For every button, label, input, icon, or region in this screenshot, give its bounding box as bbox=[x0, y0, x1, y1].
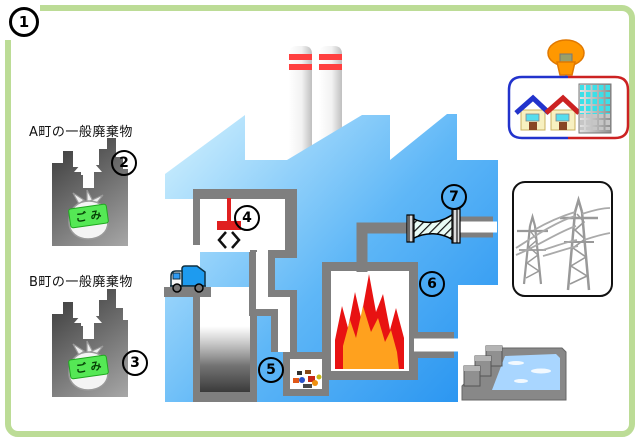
incinerator bbox=[322, 262, 418, 380]
exhaust-pipe bbox=[356, 222, 412, 272]
crane-icon bbox=[217, 198, 241, 249]
house-icon bbox=[514, 94, 551, 131]
lightbulb-icon bbox=[547, 39, 585, 79]
building-icon bbox=[578, 83, 612, 134]
marker-crane: 4 bbox=[234, 205, 260, 231]
power-pylon-icon bbox=[512, 181, 613, 297]
city-silhouette-icon bbox=[51, 288, 129, 398]
town-a-label: A町の一般廃棄物 bbox=[29, 125, 133, 140]
marker-filter: 7 bbox=[441, 184, 467, 210]
marker-waste-a: 2 bbox=[111, 150, 137, 176]
garbage-truck-icon bbox=[170, 265, 206, 293]
waste-pile bbox=[200, 326, 250, 392]
figure-number-badge: 1 bbox=[9, 7, 39, 37]
heated-pool-icon bbox=[461, 345, 567, 401]
marker-waste-b: 3 bbox=[122, 350, 148, 376]
marker-feeder: 5 bbox=[258, 357, 284, 383]
electricity-users-card bbox=[507, 39, 630, 140]
marker-incinerator: 6 bbox=[419, 271, 445, 297]
house-icon bbox=[544, 94, 581, 131]
filter-icon bbox=[406, 208, 461, 244]
town-b-label: B町の一般廃棄物 bbox=[29, 275, 133, 290]
frame-border bbox=[5, 5, 635, 437]
trash-feeder-icon bbox=[283, 352, 329, 396]
